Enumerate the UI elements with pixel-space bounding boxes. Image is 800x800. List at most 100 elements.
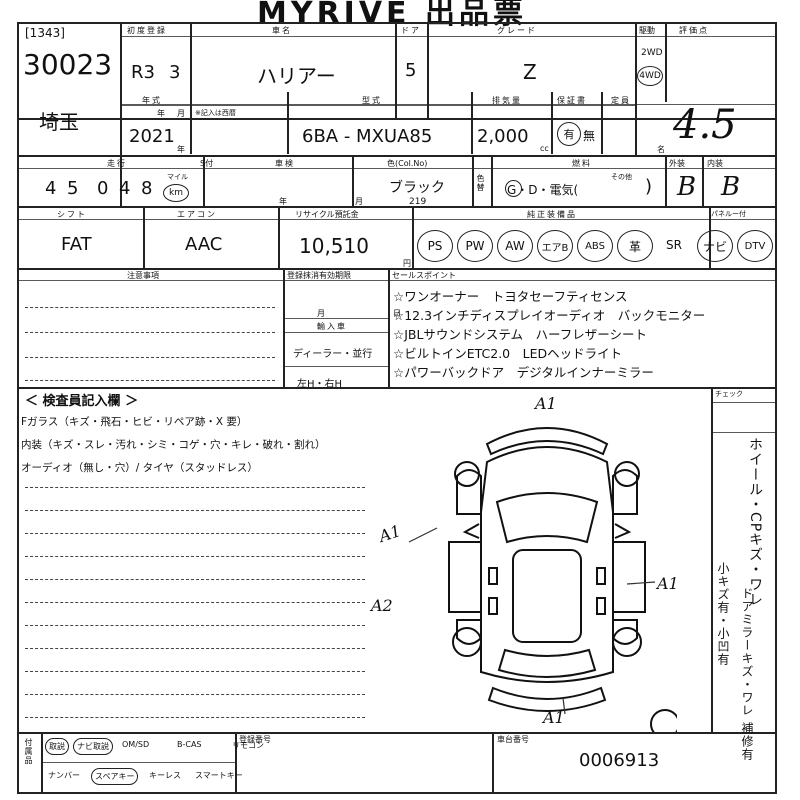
accessory-item: リモコン [232,741,264,750]
fuel-value: G・D・電気( [507,183,579,197]
accessory-item: スペアキー [91,768,139,785]
cc-unit: cc [540,144,549,153]
mileage-digit-1: 4 [45,178,57,199]
equipment-item: 革 [617,230,653,262]
accessory-item: B-CAS [177,740,202,749]
region-value: 埼玉 [39,110,79,134]
accessory-item: ナビ取説 [73,738,113,755]
fuel-other: その他 [611,173,632,181]
inspector-line: 内装（キズ・スレ・汚れ・シミ・コゲ・穴・キレ・破れ・割れ） [21,439,326,451]
inspection-ym: 年 月 [279,197,393,206]
mileage-digit-3: 0 [97,178,109,199]
warranty-yes: 有 [563,128,575,141]
model-year-label: 年式 [142,96,162,105]
doors-label: ドア [401,26,421,35]
dereg-label: 登録抹消有効期限 [287,271,351,280]
drive-4wd: 4WD [639,71,661,81]
mileage-mile-unit: マイル [167,173,188,181]
month-value: 3 [169,62,181,83]
accessories-row-1: 取説ナビ取説 OM/SD B-CAS リモコン [45,736,264,758]
yen-unit: 円 [403,259,411,268]
recycle-value: 10,510 [299,234,369,258]
side-text-wheel: ホイール・CPキズ・ワレ [747,437,763,608]
shift-value: FAT [61,234,92,255]
damage-mark-left-rear: A2 [371,596,393,615]
accessories-row-2: ナンバースペアキーキーレススマートキー [45,766,243,788]
warranty-label: 保証書 [557,96,587,105]
mileage-unit: km [169,188,183,198]
mileage-km-circle: km [163,184,189,202]
inspector-label: ＜ 検査員記入欄 ＞ [25,394,139,409]
inspector-label-text: 検査員記入欄 [42,394,121,409]
drive-4wd-circle: 4WD [637,66,663,86]
warranty-yes-circle: 有 [557,122,581,146]
damage-mark-right: A1 [657,574,679,593]
interior-grade: B [721,172,741,202]
accessory-item: スマートキー [195,771,243,780]
color-label: 色(Col.No) [387,159,428,168]
sales-point: ☆パワーバックドア デジタルインナーミラー [393,365,654,380]
era-value: R3 [131,62,155,83]
aircon-label: エアコン [177,210,217,219]
capacity-label: 定員 [611,96,631,105]
equipment-item: ABS [577,230,613,262]
meter-exchange-label: S付 [200,159,214,168]
fuel-close: ) [645,176,653,197]
handle-label: 左H・右H [297,379,343,390]
drive-2wd: 2WD [641,48,663,58]
mileage-digit-5: 8 [141,178,153,199]
frame-number-value: 0006913 [579,750,660,771]
equipment-item: エアB [537,230,573,262]
equipment-item: PS [417,230,453,262]
equipment-item: PW [457,230,493,262]
year-month-label: 年 月 [157,109,187,118]
persons-unit: 名 [657,145,665,154]
score-value: 4.5 [673,102,737,148]
exterior-grade: B [677,172,697,202]
car-diagram [448,427,677,732]
aircon-value: AAC [185,234,223,255]
grade-value: Z [523,60,537,84]
sheet-title: MYRIVE 出品票 [257,0,527,31]
check-label: チェック [715,390,743,398]
equipment-item: DTV [737,230,773,262]
fuel-g-circle [505,180,522,197]
equipment-item: SR [666,238,682,252]
color-value: ブラック [389,180,445,196]
mileage-label: 走行 [107,159,127,168]
color-no: 219 [409,197,427,207]
equipment-label: 純正装備品 [527,210,577,219]
doors-value: 5 [405,60,417,81]
mileage-digit-2: 5 [67,178,79,199]
sales-point: ☆12.3インチディスプレイオーディオ バックモニター [393,308,706,323]
equipment-item: ナビ [697,230,733,262]
model-year-note: ※記入は西暦 [195,109,236,117]
sales-point: ☆ワンオーナー トヨタセーフティセンス [393,289,628,304]
year-unit: 年 [177,145,187,154]
displacement-label: 排気量 [492,96,522,105]
parts-label: パネルー付 [711,210,746,218]
auction-sheet: MYRIVE 出品票 [1343] 30023 初度 [17,0,777,794]
model-year-value: 2021 [129,126,175,147]
accessory-item: OM/SD [122,740,150,749]
sales-point: ☆JBLサウンドシステム ハーフレザーシート [393,327,648,342]
sales-points-label: セールスポイント [392,271,456,280]
shift-label: シフト [57,210,87,219]
dereg-md: 月 日 [317,309,431,318]
accessory-item: ナンバー [48,771,80,780]
reg-number-label: 登録番号 [239,735,271,744]
inspection-label: 車検 [275,159,295,168]
inspector-lines: Fガラス（キズ・飛石・ヒビ・リペア跡・X 要） 内装（キズ・スレ・汚れ・シミ・コゲ… [21,414,326,483]
import-label: 輸入車 [317,322,347,331]
car-name-value: ハリアー [257,64,336,88]
dealer-label: ディーラー・並行 [293,349,373,360]
equipment-item: AW [497,230,533,262]
model-code-label: 型式 [362,96,382,105]
sales-points-list: ☆ワンオーナー トヨタセーフティセンス ☆12.3インチディスプレイオーディオ バ… [393,286,773,381]
accessory-item: 取説 [45,738,69,755]
side-text-mirror: ドアミラーキズ・ワレ 補修有 [740,587,754,761]
inspector-line: Fガラス（キズ・飛石・ヒビ・リペア跡・X 要） [21,416,248,428]
drive-label: 駆動 [639,26,655,35]
damage-leaders [408,527,656,715]
grade-label: グレード [497,26,537,35]
